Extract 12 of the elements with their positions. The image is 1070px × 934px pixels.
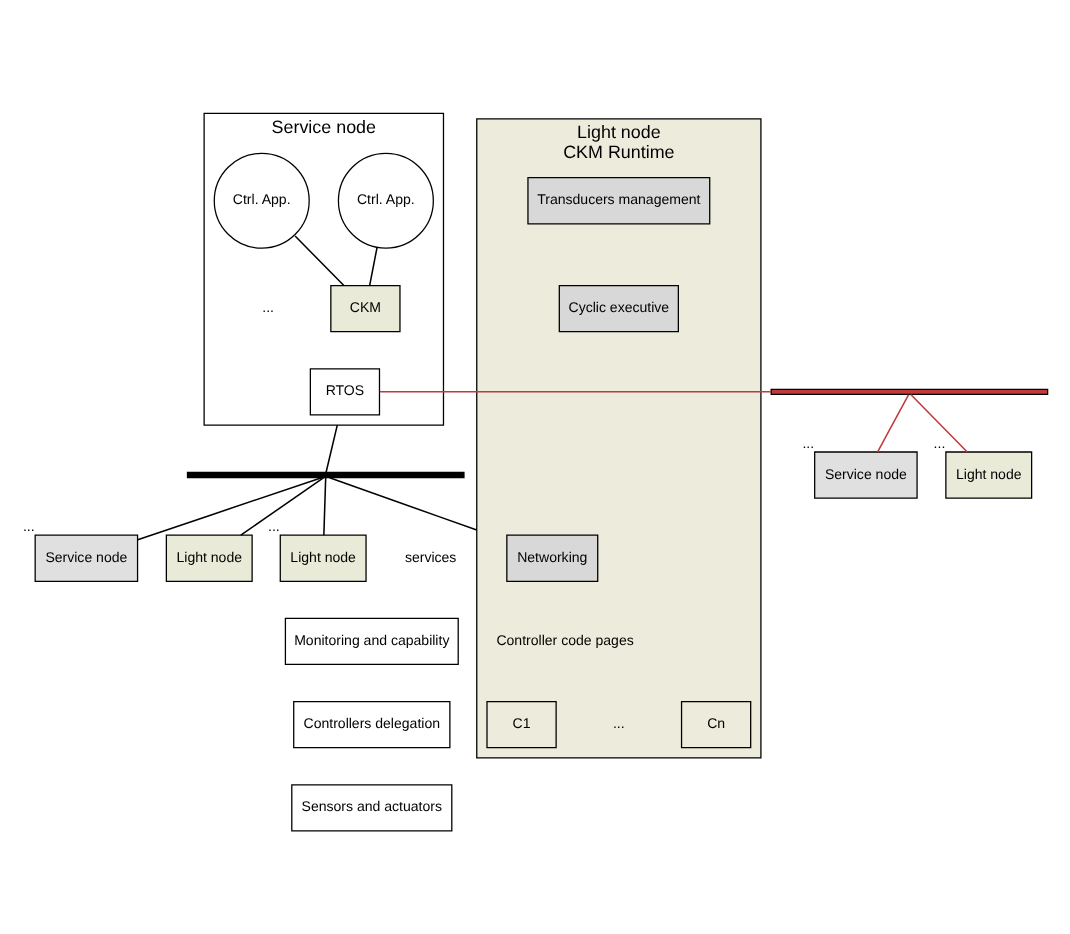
node-bar xyxy=(186,471,465,479)
connector xyxy=(136,476,323,541)
connector xyxy=(379,391,772,393)
connector xyxy=(240,476,325,536)
connector xyxy=(368,247,378,287)
node-bar xyxy=(770,388,1049,396)
connector xyxy=(323,476,327,536)
connector xyxy=(876,393,910,453)
connector xyxy=(328,476,478,531)
connector xyxy=(294,235,345,287)
connector xyxy=(910,393,968,453)
connector xyxy=(325,424,339,473)
